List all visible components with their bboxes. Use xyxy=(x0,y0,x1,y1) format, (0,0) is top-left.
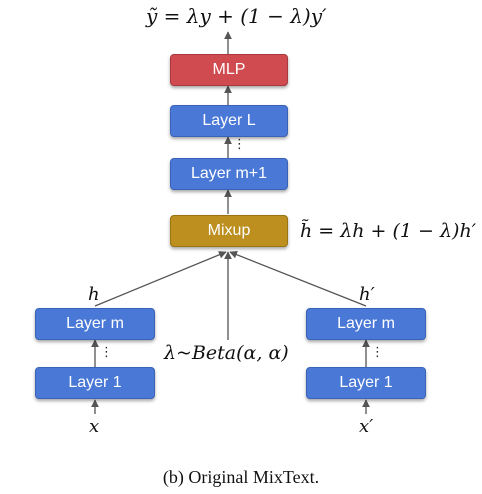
figure-caption: (b) Original MixText. xyxy=(162,467,320,487)
left-layer-1-box: Layer 1 xyxy=(35,367,155,399)
right-layer-1-box: Layer 1 xyxy=(306,367,426,399)
ellipsis-right: ⋮ xyxy=(371,345,384,360)
left-layer-m-box: Layer m xyxy=(35,308,155,340)
ellipsis-left: ⋮ xyxy=(100,345,113,360)
mixup-formula: h̃ = λh + (1 − λ)h′ xyxy=(300,220,477,242)
h-right-label: h′ xyxy=(359,284,375,305)
mlp-box: MLP xyxy=(170,54,288,86)
ellipsis-top: ⋮ xyxy=(233,137,246,152)
arrow-left-h-to-mixup xyxy=(94,251,227,307)
layer-l-box: Layer L xyxy=(170,105,288,137)
output-formula: ỹ = λy + (1 − λ)y′ xyxy=(146,4,327,28)
h-left-label: h xyxy=(88,284,100,305)
lambda-distribution: λ~Beta(α, α) xyxy=(164,342,289,364)
layer-m1-box: Layer m+1 xyxy=(170,158,288,190)
right-layer-m-box: Layer m xyxy=(306,308,426,340)
mixup-box: Mixup xyxy=(170,215,288,247)
arrow-right-h-to-mixup xyxy=(229,250,367,307)
x-right-label: x′ xyxy=(359,416,374,437)
x-left-label: x xyxy=(89,416,100,437)
